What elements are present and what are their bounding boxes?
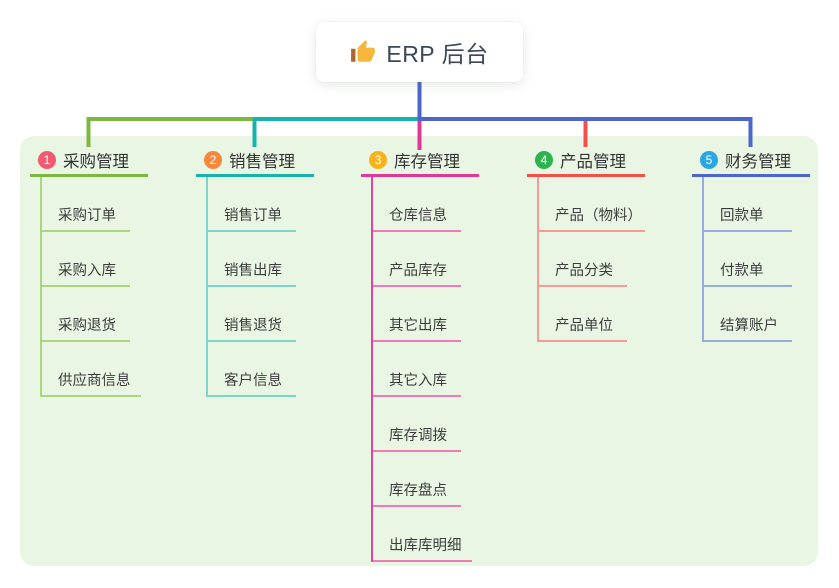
child-row: 产品（物料） [537, 177, 645, 232]
branch-title: 产品管理 [560, 153, 626, 171]
branch-number-badge: 2 [204, 151, 222, 169]
child-row: 采购入库 [40, 232, 148, 287]
root-node-label: ERP 后台 [386, 41, 489, 67]
child-row: 付款单 [702, 232, 810, 287]
branch-children: 销售订单 销售出库 销售退货 客户信息 [206, 177, 314, 397]
branch-header: 2 销售管理 [196, 146, 314, 177]
child-node: 采购退货 [40, 314, 130, 342]
child-row: 供应商信息 [40, 342, 148, 397]
branch-header: 4 产品管理 [527, 146, 645, 177]
child-row: 产品单位 [537, 287, 645, 342]
child-node: 出库库明细 [371, 534, 472, 562]
branch-children: 回款单 付款单 结算账户 [702, 177, 810, 342]
child-row: 库存调拨 [371, 397, 479, 452]
branch-number-badge: 4 [535, 151, 553, 169]
child-node: 销售退货 [206, 314, 296, 342]
mindmap-panel [20, 136, 818, 566]
child-row: 其它入库 [371, 342, 479, 397]
branch-children: 采购订单 采购入库 采购退货 供应商信息 [40, 177, 148, 397]
branch-number-badge: 3 [369, 151, 387, 169]
branch-header: 3 库存管理 [361, 146, 479, 177]
child-row: 客户信息 [206, 342, 314, 397]
child-row: 回款单 [702, 177, 810, 232]
child-node: 产品库存 [371, 259, 461, 287]
branch-title: 库存管理 [394, 153, 460, 171]
branch-product: 4 产品管理 产品（物料） 产品分类 产品单位 [527, 146, 645, 342]
child-node: 仓库信息 [371, 204, 461, 232]
branch-sales: 2 销售管理 销售订单 销售出库 销售退货 客户信息 [196, 146, 314, 397]
child-row: 其它出库 [371, 287, 479, 342]
child-node: 结算账户 [702, 314, 792, 342]
child-node: 销售订单 [206, 204, 296, 232]
branch-children: 产品（物料） 产品分类 产品单位 [537, 177, 645, 342]
branch-vertical-line [40, 177, 42, 397]
branch-vertical-line [702, 177, 704, 342]
child-row: 采购退货 [40, 287, 148, 342]
branch-number-badge: 1 [38, 151, 56, 169]
branch-vertical-line [206, 177, 208, 397]
child-node: 采购入库 [40, 259, 130, 287]
branch-procurement: 1 采购管理 采购订单 采购入库 采购退货 供应商信息 [30, 146, 148, 397]
branch-title: 销售管理 [229, 153, 295, 171]
child-node: 付款单 [702, 259, 792, 287]
root-node: ERP 后台 [316, 22, 523, 82]
branch-title: 财务管理 [725, 153, 791, 171]
branch-header: 1 采购管理 [30, 146, 148, 177]
child-row: 结算账户 [702, 287, 810, 342]
branch-header: 5 财务管理 [692, 146, 810, 177]
child-row: 销售订单 [206, 177, 314, 232]
branch-title: 采购管理 [63, 153, 129, 171]
child-row: 销售出库 [206, 232, 314, 287]
child-node: 供应商信息 [40, 369, 141, 397]
branch-vertical-line [371, 177, 373, 562]
child-node: 其它出库 [371, 314, 461, 342]
branch-finance: 5 财务管理 回款单 付款单 结算账户 [692, 146, 810, 342]
branch-children: 仓库信息 产品库存 其它出库 其它入库 库存调拨 库存盘点 出库库明细 [371, 177, 479, 562]
child-node: 采购订单 [40, 204, 130, 232]
child-row: 采购订单 [40, 177, 148, 232]
child-node: 回款单 [702, 204, 792, 232]
branch-vertical-line [537, 177, 539, 342]
child-row: 库存盘点 [371, 452, 479, 507]
child-row: 产品分类 [537, 232, 645, 287]
branch-inventory: 3 库存管理 仓库信息 产品库存 其它出库 其它入库 库存调拨 库存盘点 出库库… [361, 146, 479, 562]
child-row: 仓库信息 [371, 177, 479, 232]
child-row: 出库库明细 [371, 507, 479, 562]
child-node: 库存盘点 [371, 479, 461, 507]
child-node: 库存调拨 [371, 424, 461, 452]
child-node: 销售出库 [206, 259, 296, 287]
child-row: 产品库存 [371, 232, 479, 287]
child-node: 产品（物料） [537, 204, 645, 232]
thumbs-up-icon [351, 40, 376, 62]
child-row: 销售退货 [206, 287, 314, 342]
child-node: 产品单位 [537, 314, 627, 342]
child-node: 其它入库 [371, 369, 461, 397]
branch-number-badge: 5 [700, 151, 718, 169]
child-node: 客户信息 [206, 369, 296, 397]
child-node: 产品分类 [537, 259, 627, 287]
